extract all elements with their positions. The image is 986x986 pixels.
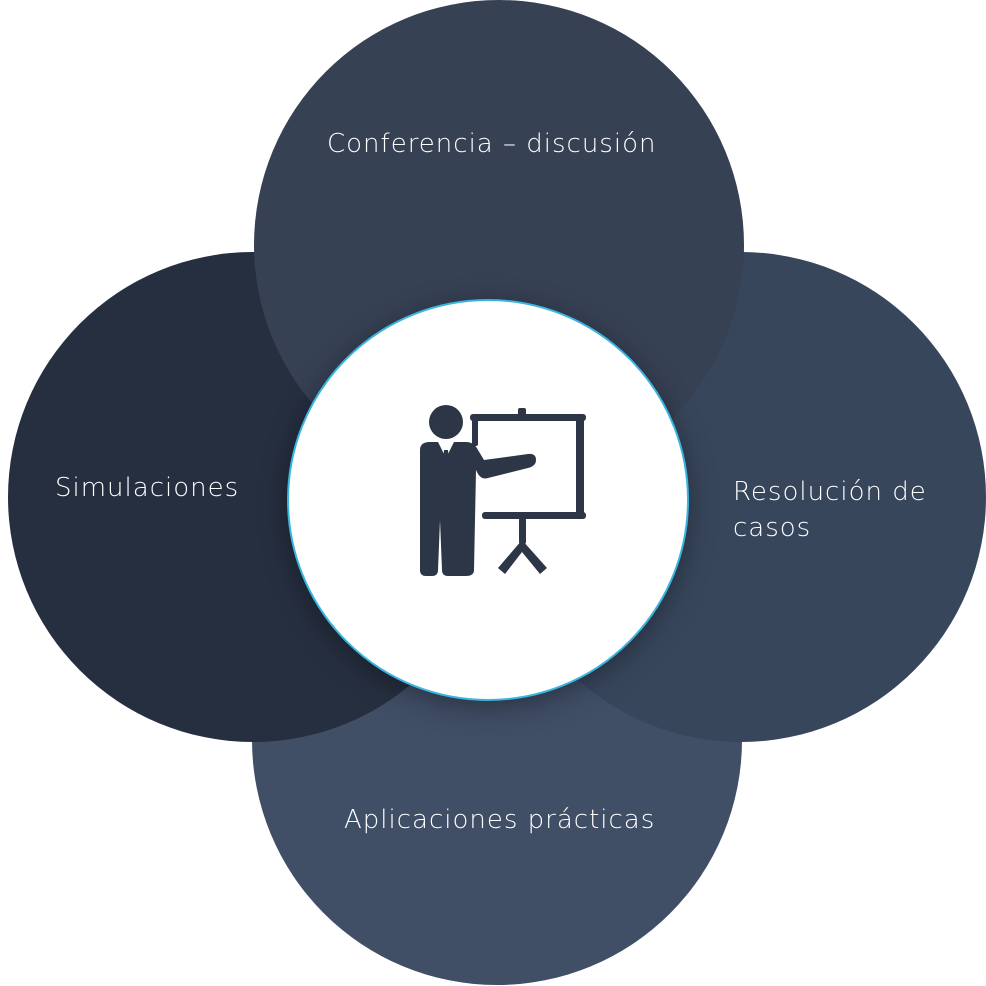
petal-right-label: Resolución de casos [733, 477, 927, 543]
petal-bottom-label: Aplicaciones prácticas [344, 805, 656, 835]
petal-left-label: Simulaciones [55, 473, 240, 503]
petal-top-label: Conferencia – discusión [327, 129, 657, 159]
presenter-icon [420, 405, 586, 576]
center-circle [287, 299, 689, 701]
